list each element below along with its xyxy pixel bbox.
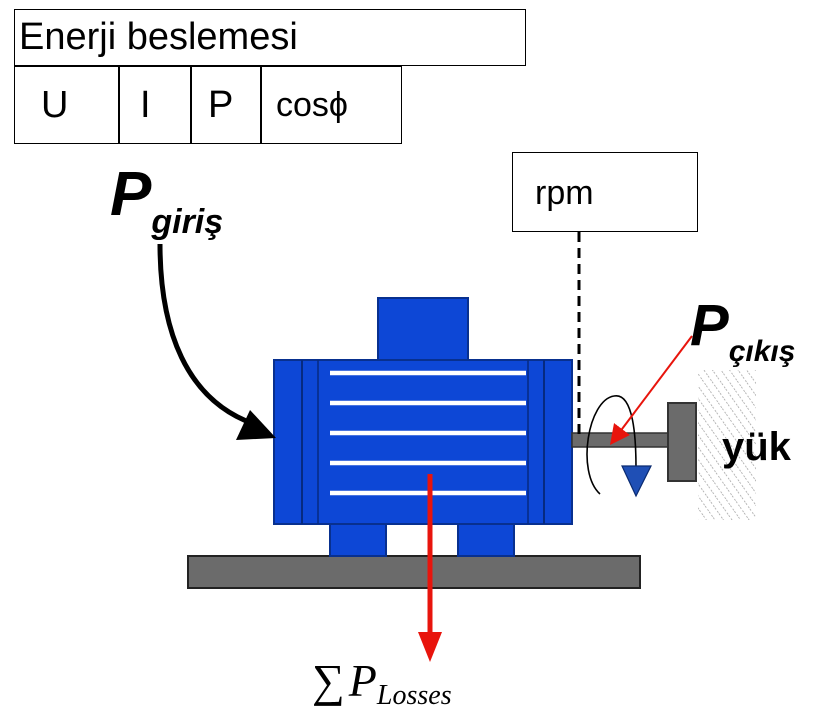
losses-arrowhead	[418, 632, 442, 662]
terminal-box	[377, 297, 469, 363]
load-label: yük	[722, 425, 792, 469]
rpm-box: rpm	[512, 152, 698, 232]
energy-supply-title: Enerji beslemesi	[14, 9, 526, 66]
output-power-label: Pçıkış	[690, 293, 795, 368]
measurement-power-factor: cosϕ	[261, 66, 402, 144]
motor-foot-left	[329, 519, 387, 557]
input-power-arrow	[157, 243, 255, 427]
rotation-arrow	[586, 395, 637, 495]
rotation-arrowhead	[621, 465, 652, 498]
base-plate	[187, 555, 641, 589]
load-coupling	[667, 402, 697, 482]
input-power-arrowhead	[236, 410, 276, 440]
measurement-voltage: U	[14, 66, 119, 144]
load-hatch	[698, 370, 756, 520]
measurement-power: P	[191, 66, 261, 144]
losses-label: ∑PLosses	[312, 655, 452, 711]
output-power-pointer	[609, 335, 693, 445]
motor-foot-right	[457, 519, 515, 557]
input-power-label: Pgiriş	[110, 160, 223, 241]
measurement-current: I	[119, 66, 191, 144]
